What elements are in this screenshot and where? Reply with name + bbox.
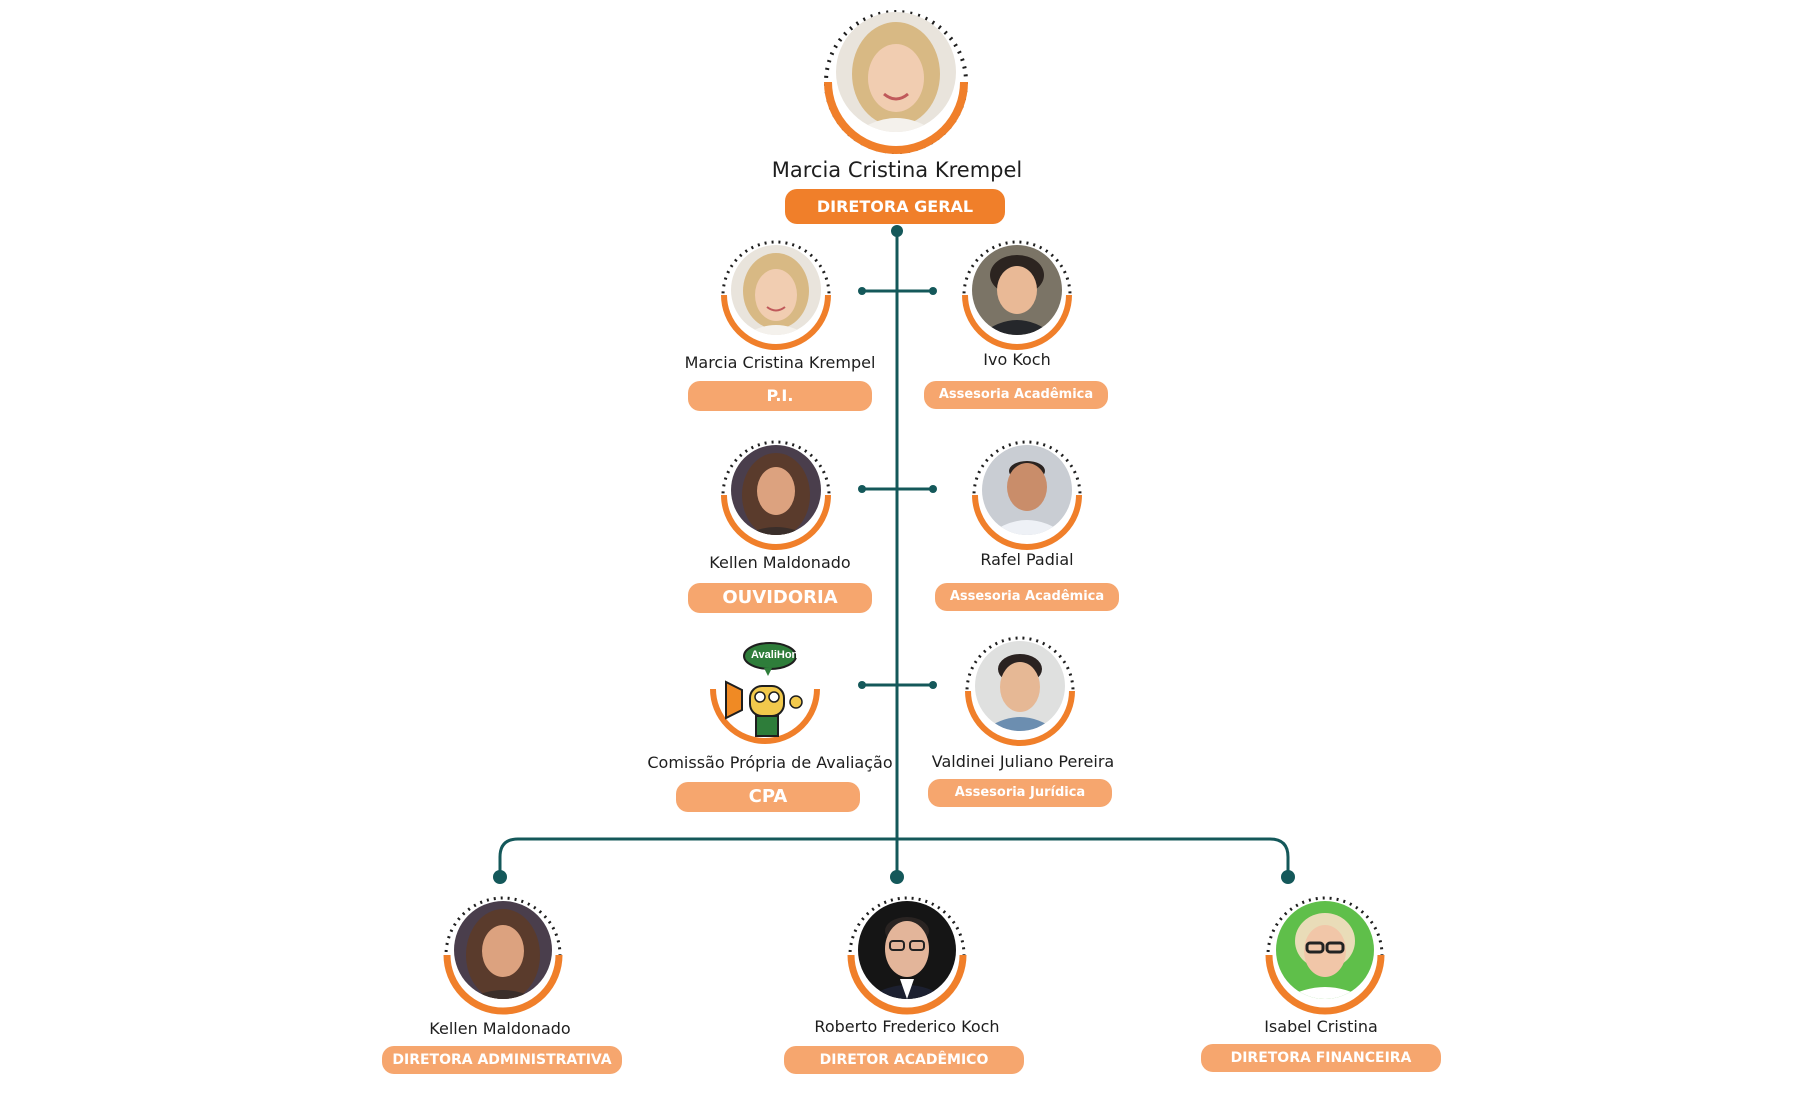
role-badge: DIRETORA FINANCEIRA	[1201, 1044, 1441, 1072]
role-badge: CPA	[676, 782, 860, 812]
person-name: Valdinei Juliano Pereira	[931, 752, 1115, 771]
avatar	[1276, 901, 1374, 999]
connector-dot	[929, 287, 937, 295]
connector-dot	[858, 485, 866, 493]
photo-ring-icon	[441, 893, 565, 1021]
person-name: Marcia Cristina Krempel	[684, 353, 876, 372]
avatar	[975, 641, 1065, 731]
connector-dot	[929, 681, 937, 689]
avatar	[982, 445, 1072, 535]
photo-ring-icon	[718, 437, 834, 557]
photo-ring-icon	[845, 893, 969, 1021]
role-badge: OUVIDORIA	[688, 583, 872, 613]
connector-dot	[1281, 870, 1295, 884]
connector-dot	[493, 870, 507, 884]
connector-dot	[858, 681, 866, 689]
person-name: Isabel Cristina	[1264, 1017, 1378, 1036]
person-name: Comissão Própria de Avaliação	[647, 753, 893, 772]
photo-ring-icon	[718, 237, 834, 357]
photo-ring-icon	[969, 437, 1085, 557]
photo-ring-icon	[707, 631, 823, 751]
role-badge: P.I.	[688, 381, 872, 411]
director-branch-line	[498, 837, 1290, 876]
role-badge: Assesoria Jurídica	[928, 779, 1112, 807]
avatar	[731, 445, 821, 535]
role-badge: DIRETOR ACADÊMICO	[784, 1046, 1024, 1074]
cpa-logo-icon: AvaliHon	[720, 640, 810, 742]
role-badge: Assesoria Acadêmica	[935, 583, 1119, 611]
person-name: Kellen Maldonado	[429, 1019, 571, 1038]
connector-dot	[891, 225, 903, 237]
person-name: Rafel Padial	[980, 550, 1074, 569]
role-badge: Assesoria Acadêmica	[924, 381, 1108, 409]
person-name: Roberto Frederico Koch	[814, 1017, 1000, 1036]
person-name: Kellen Maldonado	[709, 553, 851, 572]
avatar	[836, 12, 956, 132]
cpa-logo-text: AvaliHon	[751, 649, 799, 661]
connector-dot	[929, 485, 937, 493]
avatar	[454, 901, 552, 999]
avatar	[858, 901, 956, 999]
connector-dot	[890, 870, 904, 884]
person-name: Ivo Koch	[983, 350, 1051, 369]
role-badge: DIRETORA GERAL	[785, 189, 1005, 224]
person-name: Marcia Cristina Krempel	[771, 158, 1023, 182]
role-badge: DIRETORA ADMINISTRATIVA	[382, 1046, 622, 1074]
photo-ring-icon	[959, 237, 1075, 357]
photo-ring-icon	[962, 633, 1078, 753]
photo-ring-icon	[1263, 893, 1387, 1021]
avatar	[972, 245, 1062, 335]
connector-dot	[858, 287, 866, 295]
avatar	[731, 245, 821, 335]
